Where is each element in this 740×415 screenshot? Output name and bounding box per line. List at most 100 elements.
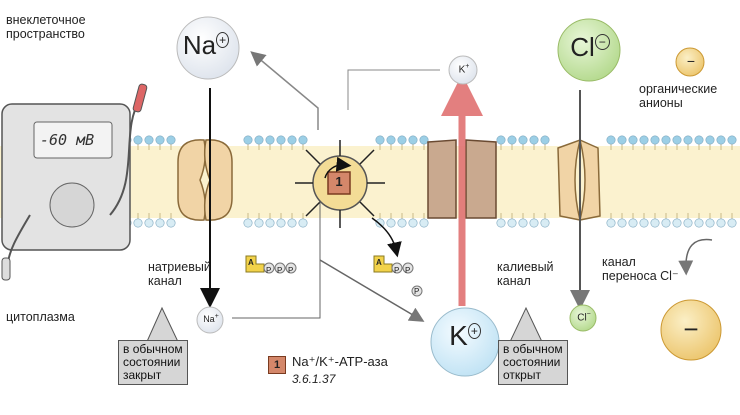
chloride-ion-large: Cl− <box>562 32 618 63</box>
phospholipid-head <box>617 135 627 145</box>
phospholipid-head <box>133 218 143 228</box>
phospholipid-head <box>375 218 385 228</box>
adp-a: A <box>376 258 382 267</box>
free-phosphate-circle <box>411 285 423 297</box>
adp-p2: P <box>405 266 411 275</box>
phospholipid-head <box>144 218 154 228</box>
phospholipid-head <box>133 135 143 145</box>
phospholipid-head <box>144 135 154 145</box>
adp-molecule <box>373 255 423 297</box>
legend-enzyme-name: Na⁺/K⁺-АТР-аза <box>292 354 388 369</box>
phospholipid-head <box>155 218 165 228</box>
legend-ec-number: 3.6.1.37 <box>292 372 336 386</box>
potassium-ion-small: K+ <box>458 63 470 76</box>
phospholipid-head <box>628 135 638 145</box>
organic-anion-large: − <box>683 314 699 344</box>
atp-p2: P <box>277 266 283 275</box>
phospholipid-head <box>606 218 616 228</box>
phospholipid-head <box>166 135 176 145</box>
phospholipid-head <box>661 135 671 145</box>
phospholipid-head <box>518 218 528 228</box>
phospholipid-head <box>628 218 638 228</box>
phospholipid-head <box>529 218 539 228</box>
phospholipid-head <box>265 135 275 145</box>
sodium-ion-small: Na+ <box>203 313 219 324</box>
phospholipid-head <box>639 135 649 145</box>
phospholipid-head <box>298 218 308 228</box>
phospholipid-head <box>507 218 517 228</box>
phospholipid-head <box>705 218 715 228</box>
phospholipid-head <box>639 218 649 228</box>
phospholipid-head <box>716 218 726 228</box>
phospholipid-head <box>683 218 693 228</box>
phospholipid-head <box>716 135 726 145</box>
phospholipid-head <box>243 218 253 228</box>
phospholipid-head <box>243 135 253 145</box>
phosphate-group <box>274 262 286 274</box>
atp-p1: P <box>266 266 272 275</box>
atp-molecule <box>245 255 297 274</box>
organic-anion-small: − <box>686 53 696 69</box>
phospholipid-head <box>397 218 407 228</box>
phospholipid-head <box>694 218 704 228</box>
cytoplasm-label: цитоплазма <box>6 310 75 324</box>
phospholipid-head <box>408 135 418 145</box>
free-phosphate: P <box>414 287 420 296</box>
phosphate-group <box>263 262 275 274</box>
phospholipid-head <box>650 135 660 145</box>
na-k-atpase-pump <box>295 140 385 228</box>
atp-p3: P <box>288 266 294 275</box>
phospholipid-head <box>672 218 682 228</box>
phosphate-group <box>402 262 414 274</box>
phospholipid-head <box>298 135 308 145</box>
phospholipid-head <box>397 135 407 145</box>
phospholipid-head <box>529 135 539 145</box>
chloride-ion-small: Cl− <box>577 311 591 324</box>
phospholipid-head <box>287 135 297 145</box>
phospholipid-head <box>386 218 396 228</box>
phospholipid-head <box>617 218 627 228</box>
pump-number: 1 <box>335 174 343 189</box>
voltmeter <box>1 83 148 281</box>
phospholipid-head <box>419 135 429 145</box>
phospholipid-head <box>254 218 264 228</box>
phospholipid-head <box>540 135 550 145</box>
phospholipid-head <box>683 135 693 145</box>
potassium-ion-large: K+ <box>437 320 493 352</box>
phospholipid-head <box>287 218 297 228</box>
legend-number-box: 1 <box>268 356 286 374</box>
phospholipid-head <box>419 218 429 228</box>
phospholipid-head <box>705 135 715 145</box>
atp-a: A <box>248 258 254 267</box>
phospholipid-head <box>672 135 682 145</box>
sodium-ion-large: Na+ <box>178 30 234 61</box>
sodium-channel <box>177 139 233 221</box>
phospholipid-head <box>496 135 506 145</box>
phospholipid-head <box>375 135 385 145</box>
phospholipid-head <box>265 218 275 228</box>
phospholipid-head <box>606 135 616 145</box>
phospholipid-head <box>276 135 286 145</box>
adp-p1: P <box>394 266 400 275</box>
phospholipid-head <box>155 135 165 145</box>
phospholipid-head <box>650 218 660 228</box>
phospholipid-head <box>166 218 176 228</box>
phospholipid-head <box>727 135 737 145</box>
phospholipid-head <box>661 218 671 228</box>
phosphate-group <box>285 262 297 274</box>
phospholipid-head <box>254 135 264 145</box>
phospholipid-head <box>518 135 528 145</box>
phospholipid-head <box>694 135 704 145</box>
phospholipid-head <box>408 218 418 228</box>
phospholipid-head <box>727 218 737 228</box>
phospholipid-head <box>276 218 286 228</box>
phosphate-group <box>391 262 403 274</box>
